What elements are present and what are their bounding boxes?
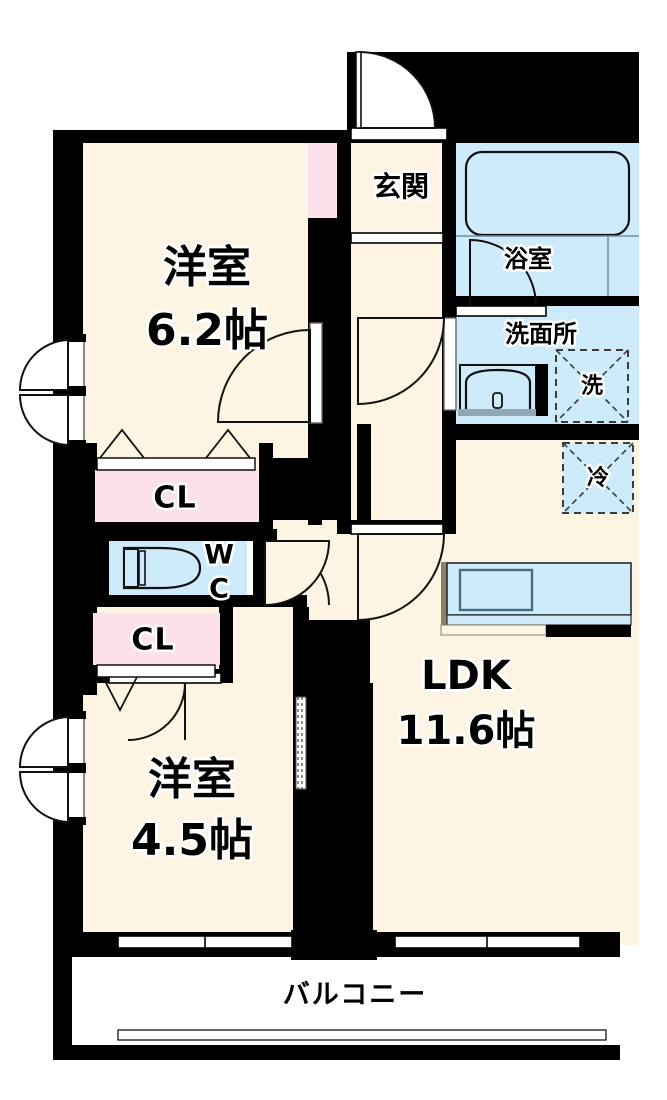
label-bedroom-small-size: 4.5帖	[131, 815, 253, 866]
label-bedroom-small-name: 洋室	[148, 754, 236, 805]
label-wc-line1: W	[204, 540, 234, 571]
fridge-space-icon	[562, 442, 634, 514]
closet-lower	[93, 613, 220, 712]
sliding-partition	[295, 696, 307, 790]
label-closet-upper: CL	[153, 481, 196, 516]
label-bathroom: 浴室	[504, 245, 552, 273]
label-ldk-name: LDK	[421, 653, 513, 699]
label-washroom: 洗面所	[505, 320, 577, 348]
vanity-sink	[458, 364, 548, 416]
label-entrance: 玄関	[373, 170, 429, 203]
label-fridge: 冷	[587, 465, 609, 491]
windows	[18, 334, 581, 949]
doors	[108, 50, 547, 741]
label-balcony: バルコニー	[283, 980, 427, 1011]
toilet-room	[109, 541, 253, 595]
kitchen-counter	[440, 562, 632, 637]
washer-space-icon	[555, 349, 629, 423]
labels: 洋室 6.2帖 洋室 4.5帖 LDK 11.6帖 玄関 浴室 洗面所 バルコニ…	[129, 168, 612, 1011]
bathroom-floor-divider	[456, 235, 639, 296]
label-ldk-size: 11.6帖	[397, 708, 536, 754]
closet-upper	[95, 428, 259, 522]
room-bedroom-main-fill	[83, 143, 308, 458]
label-washer: 洗	[581, 374, 603, 399]
bathtub	[464, 150, 631, 237]
label-bedroom-main-size: 6.2帖	[146, 305, 268, 356]
label-wc-line2: C	[209, 574, 229, 605]
label-closet-lower: CL	[131, 623, 174, 658]
label-bedroom-main-name: 洋室	[163, 242, 251, 293]
balcony-area	[72, 957, 620, 1045]
